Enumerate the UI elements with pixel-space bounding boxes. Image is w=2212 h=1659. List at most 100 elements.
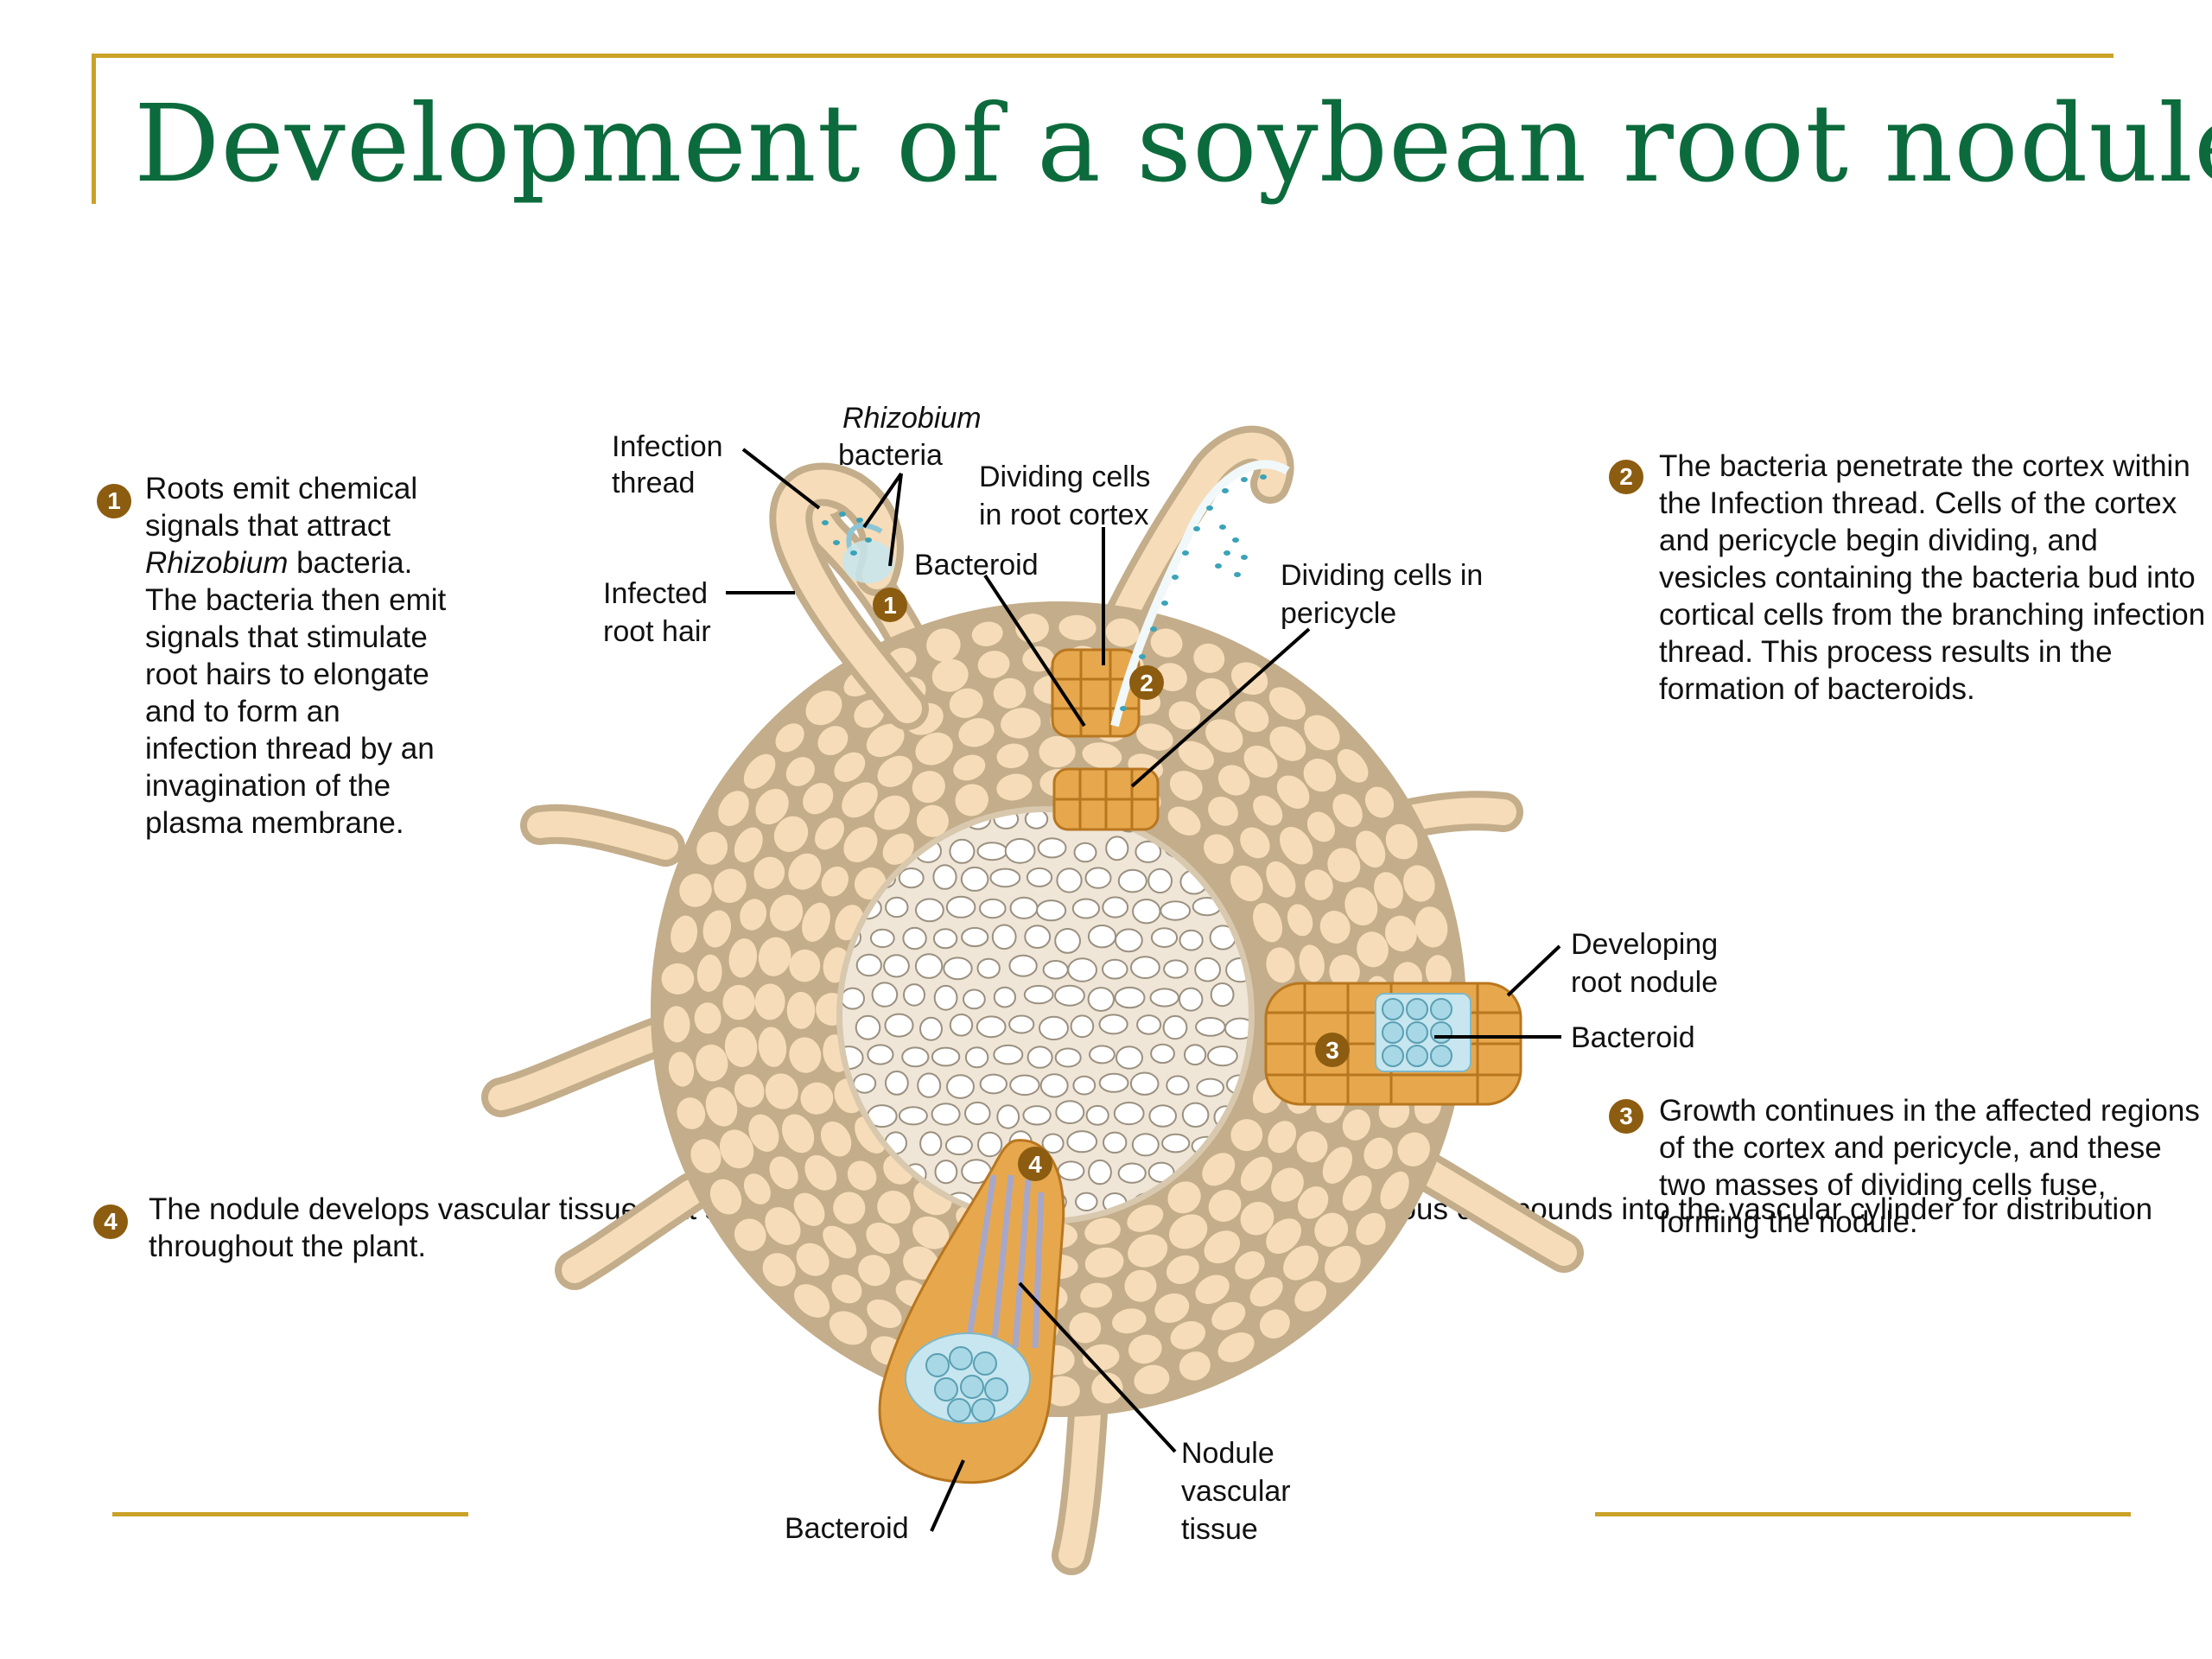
cortex-cell	[877, 755, 912, 787]
cortex-cell	[1167, 1181, 1201, 1214]
marker-3	[1315, 1033, 1350, 1067]
stele-cell	[960, 866, 989, 892]
diagram-labels: Infection thread Rhizobium bacteria Divi…	[603, 402, 1718, 1546]
cortex-cell	[1294, 1281, 1327, 1312]
stele-cell	[1054, 984, 1085, 1007]
stele-cell	[943, 957, 973, 981]
stele-cell	[1207, 1046, 1238, 1067]
cortex-cell	[1193, 643, 1225, 673]
stele-cell	[1008, 1014, 1035, 1034]
cortex-cell	[1154, 1293, 1190, 1323]
label-nodule-vascular-tissue-3: tissue	[1181, 1513, 1258, 1546]
cortex-cell	[854, 699, 885, 728]
stele-cell	[914, 953, 944, 979]
bacterium	[1161, 601, 1168, 606]
bacterium	[1224, 550, 1230, 556]
cortex-cell	[696, 831, 728, 865]
cortex-cell	[694, 1002, 721, 1034]
stele-cell	[1103, 1131, 1128, 1154]
cortex-cell	[1397, 1132, 1430, 1166]
stele-cell	[1024, 925, 1052, 949]
stele-cell	[1113, 1102, 1145, 1126]
bottom-left-rule	[112, 1512, 468, 1516]
cortex-cell	[1319, 911, 1351, 944]
stele-cell	[964, 1046, 989, 1069]
cortex-cell	[842, 782, 878, 818]
step-2-badge: 2	[1609, 460, 1643, 494]
stele-cell	[1130, 956, 1160, 979]
step-1-rest: The bacteria then emit signals that stim…	[145, 583, 447, 840]
title-frame-top-rule	[92, 54, 2113, 58]
label-dividing-cells-pericycle-1: Dividing cells in	[1281, 559, 1483, 592]
stele-cell	[1070, 1014, 1095, 1039]
cortex-cell	[1134, 1364, 1170, 1395]
cortex-cell	[1266, 861, 1296, 898]
cortex-cell	[796, 1243, 830, 1276]
stele-cell	[1179, 987, 1204, 1012]
stele-cell	[949, 1014, 974, 1037]
step-3-badge: 3	[1609, 1099, 1643, 1134]
bacterium	[1172, 575, 1179, 580]
cortex-cell	[1178, 741, 1214, 771]
stele-cell	[1057, 1160, 1085, 1181]
cortex-cell	[829, 1311, 868, 1345]
cortex-cell	[817, 726, 849, 756]
cortex-cell	[804, 1154, 837, 1191]
label-nodule-vascular-tissue-1: Nodule	[1181, 1437, 1274, 1470]
label-dividing-cells-cortex-1: Dividing cells	[979, 461, 1150, 493]
cortex-cell	[903, 1246, 939, 1280]
cortex-cell	[1299, 944, 1325, 982]
stele-cell	[1008, 954, 1038, 977]
stele-cell	[884, 1013, 914, 1038]
stele-cell	[885, 896, 909, 918]
cortex-cell	[1342, 1175, 1372, 1211]
stele-cell	[1161, 1133, 1191, 1154]
cortex-cell	[1217, 765, 1250, 796]
bacterium	[839, 512, 846, 517]
cortex-cell	[1322, 1147, 1353, 1184]
cortex-cell	[1150, 628, 1183, 658]
cortex-cell	[1169, 771, 1203, 801]
cortex-cell	[1327, 848, 1361, 883]
bacterium	[865, 537, 872, 543]
stele-cell	[931, 1046, 961, 1067]
cortex-cell	[1356, 1212, 1386, 1245]
cortex-cell	[1314, 1212, 1349, 1247]
step-1-line-2: signals that attract	[145, 509, 391, 543]
stele-cell	[1147, 868, 1173, 894]
cortex-cell	[696, 954, 722, 992]
bacterium	[1139, 654, 1146, 659]
stele-cell	[1102, 896, 1129, 918]
cortex-cell	[1080, 1282, 1113, 1308]
label-bacteroid-bottom: Bacteroid	[785, 1512, 909, 1545]
stele-cell	[869, 928, 895, 949]
cortex-cell	[1204, 1230, 1241, 1264]
title-frame-left-rule	[92, 54, 96, 204]
cortex-cell	[1058, 614, 1096, 641]
marker-4	[1018, 1147, 1052, 1181]
stele-cell	[1098, 1014, 1128, 1035]
cortex-cell	[1249, 1276, 1283, 1307]
marker-2	[1129, 665, 1164, 700]
cortex-cell	[1166, 1255, 1199, 1284]
stele-cell	[932, 928, 958, 950]
stele-cell	[1148, 1104, 1177, 1128]
cortex-cell	[786, 991, 816, 1029]
cortex-cell	[769, 1156, 798, 1190]
cortex-cell	[1364, 786, 1395, 818]
stele-cell	[1022, 1105, 1052, 1126]
stele-cell	[989, 868, 1021, 888]
cortex-cell	[800, 1082, 834, 1115]
cortex-cell	[769, 894, 804, 931]
cortex-cell	[785, 757, 815, 786]
stele-cell	[1181, 1102, 1210, 1128]
step-4-badge: 4	[93, 1205, 128, 1239]
stele-cell	[1084, 867, 1112, 889]
cortex-cell	[1380, 1171, 1409, 1210]
stele-cell	[1071, 898, 1101, 919]
stele-cell	[963, 988, 986, 1010]
stele-cell	[945, 895, 976, 918]
step-1-rhizobium: Rhizobium	[145, 546, 289, 580]
stele-cell	[871, 982, 899, 1007]
cortex-cell	[858, 1255, 891, 1287]
